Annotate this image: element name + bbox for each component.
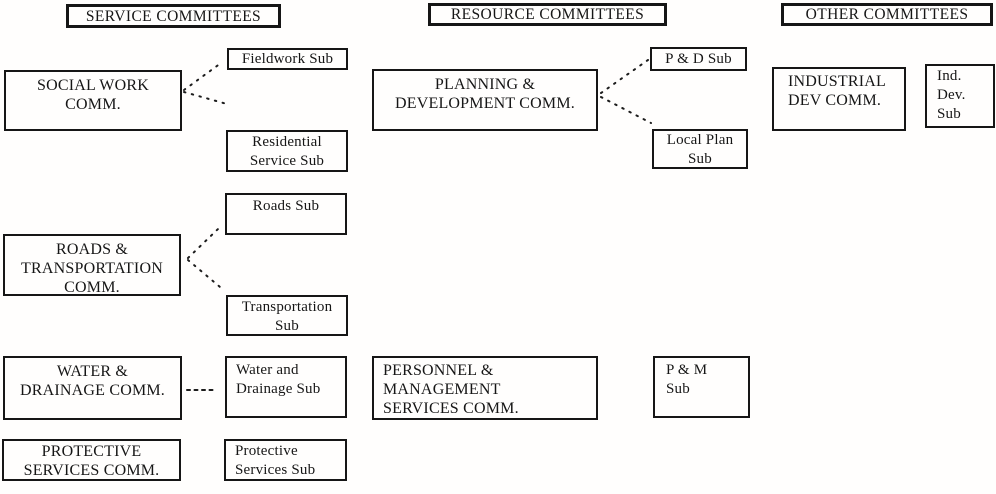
committee-box-social-work: SOCIAL WORK COMM. bbox=[4, 70, 182, 131]
sub-label: Local Plan bbox=[666, 132, 734, 148]
sub-label: P & D Sub bbox=[665, 51, 732, 67]
sub-box-local-plan: Local Plan Sub bbox=[652, 129, 748, 169]
sub-box-transportation: Transportation Sub bbox=[226, 295, 348, 336]
sub-box-ind-dev: Ind. Dev. Sub bbox=[925, 64, 995, 128]
committee-label: PERSONNEL & bbox=[383, 362, 494, 379]
committee-label: INDUSTRIAL bbox=[788, 73, 886, 90]
committee-box-personnel-management: PERSONNEL & MANAGEMENT SERVICES COMM. bbox=[372, 356, 598, 420]
committee-box-protective-services: PROTECTIVE SERVICES COMM. bbox=[2, 439, 181, 481]
committee-box-industrial-dev: INDUSTRIAL DEV COMM. bbox=[772, 67, 906, 131]
committee-label: SERVICES COMM. bbox=[23, 462, 160, 479]
sub-label: Protective bbox=[235, 443, 298, 459]
committee-label: COMM. bbox=[64, 279, 120, 296]
header-other-committees: OTHER COMMITTEES bbox=[781, 3, 993, 26]
connector-social-to-residential bbox=[183, 91, 228, 105]
committee-label: TRANSPORTATION bbox=[21, 260, 163, 277]
header-service-committees: SERVICE COMMITTEES bbox=[66, 4, 281, 28]
committee-label: WATER & bbox=[56, 363, 129, 380]
sub-box-residential-service: Residential Service Sub bbox=[226, 130, 348, 172]
sub-label: P & M bbox=[666, 362, 708, 378]
committee-box-planning-development: PLANNING & DEVELOPMENT COMM. bbox=[372, 69, 598, 131]
committee-label: MANAGEMENT bbox=[383, 381, 501, 398]
header-resource-committees: RESOURCE COMMITTEES bbox=[428, 3, 667, 26]
committee-label: PLANNING & bbox=[434, 76, 536, 93]
header-label: OTHER COMMITTEES bbox=[805, 6, 969, 23]
committee-label: SOCIAL WORK bbox=[37, 77, 149, 94]
committee-box-roads-transportation: ROADS & TRANSPORTATION COMM. bbox=[3, 234, 181, 296]
sub-label: Residential bbox=[252, 134, 322, 150]
connector-social-to-fieldwork bbox=[183, 62, 222, 91]
sub-label: Sub bbox=[688, 151, 712, 167]
sub-label: Roads Sub bbox=[252, 198, 320, 214]
committee-label: SERVICES COMM. bbox=[383, 400, 519, 417]
sub-label: Sub bbox=[666, 381, 690, 397]
sub-label: Service Sub bbox=[249, 153, 325, 169]
sub-box-p-and-m: P & M Sub bbox=[653, 356, 750, 418]
sub-box-water-drainage: Water and Drainage Sub bbox=[225, 356, 347, 418]
sub-label: Transportation bbox=[241, 299, 333, 315]
sub-label: Fieldwork Sub bbox=[241, 51, 334, 67]
sub-label: Ind. bbox=[937, 68, 962, 84]
committee-box-water-drainage: WATER & DRAINAGE COMM. bbox=[3, 356, 182, 420]
connector-roads-to-roads-sub bbox=[187, 228, 219, 259]
committee-label: DEVELOPMENT COMM. bbox=[394, 95, 575, 112]
sub-label: Dev. bbox=[937, 87, 966, 103]
header-label: SERVICE COMMITTEES bbox=[85, 7, 262, 25]
committee-label: PROTECTIVE bbox=[41, 443, 142, 460]
sub-box-fieldwork: Fieldwork Sub bbox=[227, 48, 348, 70]
sub-box-p-and-d: P & D Sub bbox=[650, 47, 747, 71]
connector-planning-to-local-plan-sub bbox=[600, 96, 652, 124]
committee-label: COMM. bbox=[65, 96, 121, 113]
committee-label: DEV COMM. bbox=[788, 92, 882, 109]
header-label: RESOURCE COMMITTEES bbox=[450, 6, 645, 23]
sub-label: Drainage Sub bbox=[236, 381, 321, 397]
connector-planning-to-pd-sub bbox=[600, 59, 649, 94]
sub-label: Sub bbox=[275, 318, 299, 334]
committee-label: DRAINAGE COMM. bbox=[19, 382, 166, 399]
sub-box-protective-services: Protective Services Sub bbox=[224, 439, 347, 481]
connector-roads-to-transportation-sub bbox=[187, 259, 221, 288]
committee-label: ROADS & bbox=[55, 241, 129, 258]
sub-label: Sub bbox=[937, 106, 961, 122]
sub-label: Water and bbox=[236, 362, 299, 378]
sub-box-roads: Roads Sub bbox=[225, 193, 347, 235]
sub-label: Services Sub bbox=[235, 462, 316, 478]
